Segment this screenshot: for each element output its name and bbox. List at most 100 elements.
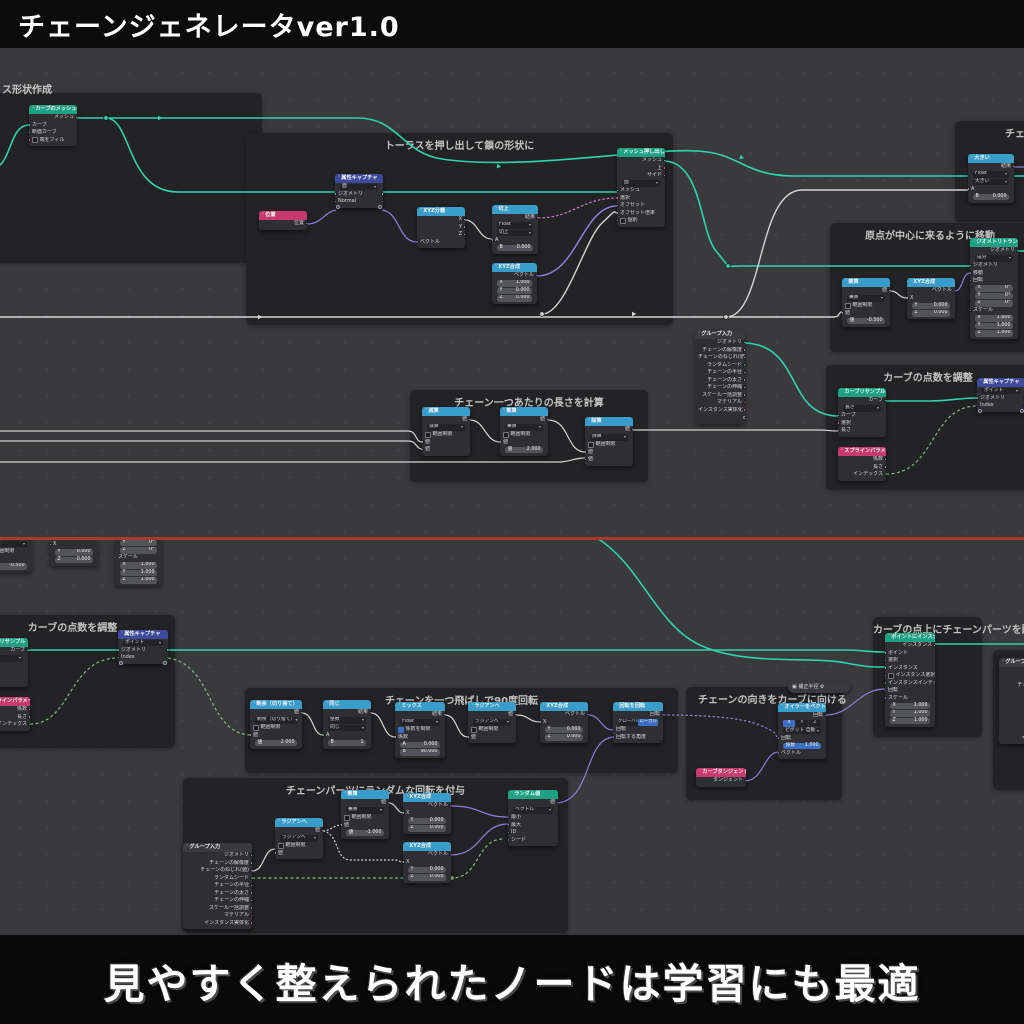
checkbox[interactable]: [253, 724, 259, 731]
dropdown[interactable]: 同じ▾: [328, 724, 366, 731]
socket[interactable]: [885, 696, 887, 700]
node-math-multiply-neg[interactable]: ˅乗算値乗算▾範囲制限値値-1.000: [341, 790, 389, 839]
collapse-caret-icon[interactable]: ˅: [841, 449, 844, 454]
dropdown[interactable]: ラジアンへ▾: [473, 719, 511, 726]
socket[interactable]: [663, 166, 665, 170]
checkbox[interactable]: [398, 726, 404, 733]
checkbox[interactable]: [425, 431, 431, 438]
socket[interactable]: [166, 655, 168, 660]
socket[interactable]: [300, 710, 302, 715]
socket[interactable]: [631, 427, 633, 432]
socket[interactable]: [250, 853, 252, 858]
dropdown[interactable]: Float▾: [400, 719, 440, 726]
socket[interactable]: [250, 906, 252, 910]
socket[interactable]: [335, 192, 337, 196]
node-math-divide[interactable]: ˅除算値除算▾範囲制限値値: [585, 417, 633, 466]
dropdown[interactable]: 乗算▾: [505, 424, 543, 431]
socket[interactable]: [743, 408, 745, 412]
node-math-subtract[interactable]: ˅減算値減算▾範囲制限値値: [422, 407, 470, 456]
socket[interactable]: [29, 123, 31, 127]
socket[interactable]: [463, 225, 465, 229]
extend-socket[interactable]: [1020, 409, 1024, 413]
socket[interactable]: [28, 722, 30, 727]
socket[interactable]: [449, 852, 451, 857]
socket[interactable]: [492, 238, 494, 242]
socket[interactable]: [970, 278, 972, 283]
node-group-input-3[interactable]: ˅グループ入力ジオメトリチェーンの解像度チェーンのねじれ(値)ランダムシードチェ…: [183, 843, 252, 929]
socket[interactable]: [617, 218, 619, 223]
node-instance-on-points[interactable]: ˅ポイントにインスタンス作成インスタンスポイント選択インスタンスインスタンス選択…: [885, 633, 935, 727]
node-to-radians-2[interactable]: ˅ラジアンへ値ラジアンへ▾範囲制限値: [275, 818, 323, 859]
collapse-caret-icon[interactable]: ˅: [406, 844, 409, 849]
socket[interactable]: [838, 413, 840, 418]
socket[interactable]: [28, 715, 30, 719]
collapse-caret-icon[interactable]: ˅: [1002, 660, 1005, 665]
socket[interactable]: [166, 648, 168, 652]
socket[interactable]: [115, 555, 117, 560]
extend-socket[interactable]: [378, 205, 382, 209]
extend-socket[interactable]: [119, 661, 123, 665]
socket[interactable]: [617, 196, 619, 200]
dropdown[interactable]: 除算▾: [590, 434, 628, 441]
socket[interactable]: [953, 288, 955, 293]
node-curve-to-mesh[interactable]: ˅カーブのメッシュ化メッシュカーブ断面カーブ端をフィル: [29, 105, 77, 146]
dropdown[interactable]: Float▾: [973, 171, 1009, 178]
dropdown[interactable]: 整数▾: [328, 717, 366, 724]
dropdown[interactable]: 減算▾: [427, 424, 465, 431]
socket[interactable]: [250, 861, 252, 865]
socket[interactable]: [335, 199, 337, 204]
collapse-caret-icon[interactable]: ˅: [471, 704, 474, 709]
collapse-caret-icon[interactable]: ˅: [253, 702, 256, 707]
socket[interactable]: [1016, 248, 1018, 253]
socket[interactable]: [417, 240, 419, 244]
node-rotate-rotation[interactable]: ˅回転を回転回転グローバルローカル回転回転する角度: [613, 702, 663, 743]
socket[interactable]: [586, 712, 588, 717]
socket[interactable]: [250, 876, 252, 880]
socket[interactable]: [585, 450, 587, 454]
reroute-dot[interactable]: [723, 314, 729, 320]
socket[interactable]: [250, 883, 252, 888]
checkbox[interactable]: [471, 726, 477, 733]
dropdown[interactable]: ラジアンへ▾: [280, 835, 318, 842]
socket[interactable]: [321, 828, 323, 833]
node-spline-parameter-2[interactable]: ˅スプラインパラメータ係数長さインデックス: [0, 697, 30, 731]
collapse-caret-icon[interactable]: ˅: [980, 380, 983, 385]
socket[interactable]: [29, 138, 31, 142]
checkbox[interactable]: [620, 217, 626, 224]
dropdown[interactable]: ピボット 自動▾: [783, 727, 821, 734]
collapse-caret-icon[interactable]: ˅: [699, 770, 702, 775]
socket[interactable]: [743, 348, 745, 352]
socket[interactable]: [1012, 164, 1014, 169]
socket[interactable]: [613, 727, 615, 732]
segment-button[interactable]: Y: [795, 720, 809, 727]
socket[interactable]: [250, 898, 252, 903]
socket[interactable]: [617, 203, 619, 208]
collapse-caret-icon[interactable]: ˅: [781, 705, 784, 710]
socket[interactable]: [341, 823, 343, 827]
socket[interactable]: [977, 396, 979, 400]
node-extrude-mesh[interactable]: ˅メッシュ押し出しメッシュ上サイド面▾メッシュ選択オフセットオフセット倍率個別: [617, 148, 665, 227]
socket[interactable]: [250, 868, 252, 873]
socket[interactable]: [508, 815, 510, 820]
socket[interactable]: [250, 921, 252, 925]
